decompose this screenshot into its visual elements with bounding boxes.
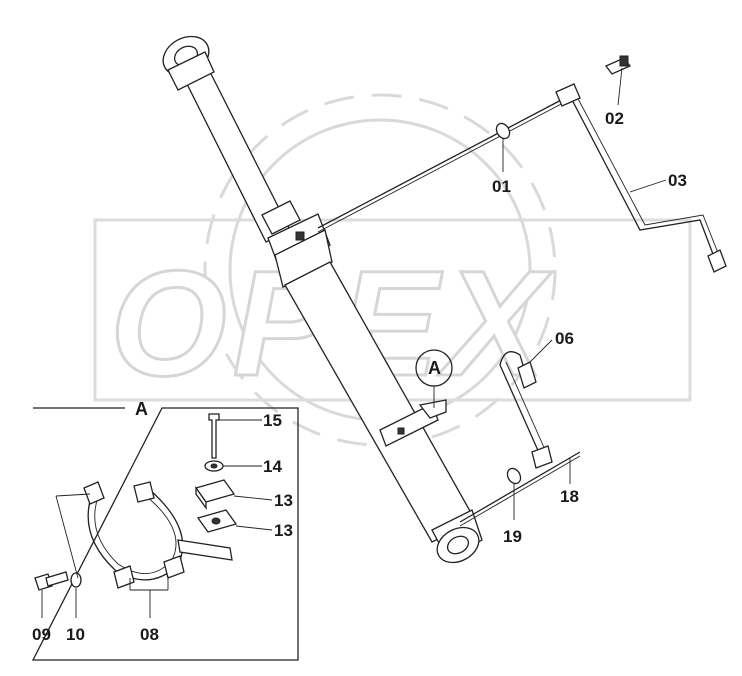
oring-19 (506, 467, 522, 485)
label-09: 09 (32, 625, 51, 644)
bolt-15 (208, 413, 220, 459)
label-03: 03 (668, 171, 687, 190)
label-19: 19 (503, 527, 522, 546)
pipe-06 (499, 351, 553, 469)
clamp-08 (83, 481, 233, 589)
label-13-upper: 13 (274, 491, 293, 510)
hydraulic-cylinder (162, 35, 483, 564)
label-06: 06 (555, 329, 574, 348)
upper-hose (317, 97, 566, 233)
label-15: 15 (263, 411, 282, 430)
fitting-02 (555, 55, 632, 107)
callout-a-text: A (428, 358, 441, 378)
part-labels: 01 02 03 06 18 19 15 14 13 13 09 10 08 (32, 109, 687, 644)
label-18: 18 (560, 487, 579, 506)
detail-a-box: A (31, 399, 299, 661)
label-01: 01 (492, 177, 511, 196)
callout-a: A (415, 349, 453, 408)
label-13-lower: 13 (274, 521, 293, 540)
label-14: 14 (263, 457, 282, 476)
washer-10 (70, 572, 82, 588)
label-08: 08 (140, 625, 159, 644)
oring-01 (495, 122, 511, 140)
label-10: 10 (66, 625, 85, 644)
label-02: 02 (605, 109, 624, 128)
leader-lines (502, 67, 667, 520)
lower-hose (459, 451, 581, 527)
detail-a-title: A (135, 399, 148, 419)
pipe-03 (569, 92, 727, 273)
